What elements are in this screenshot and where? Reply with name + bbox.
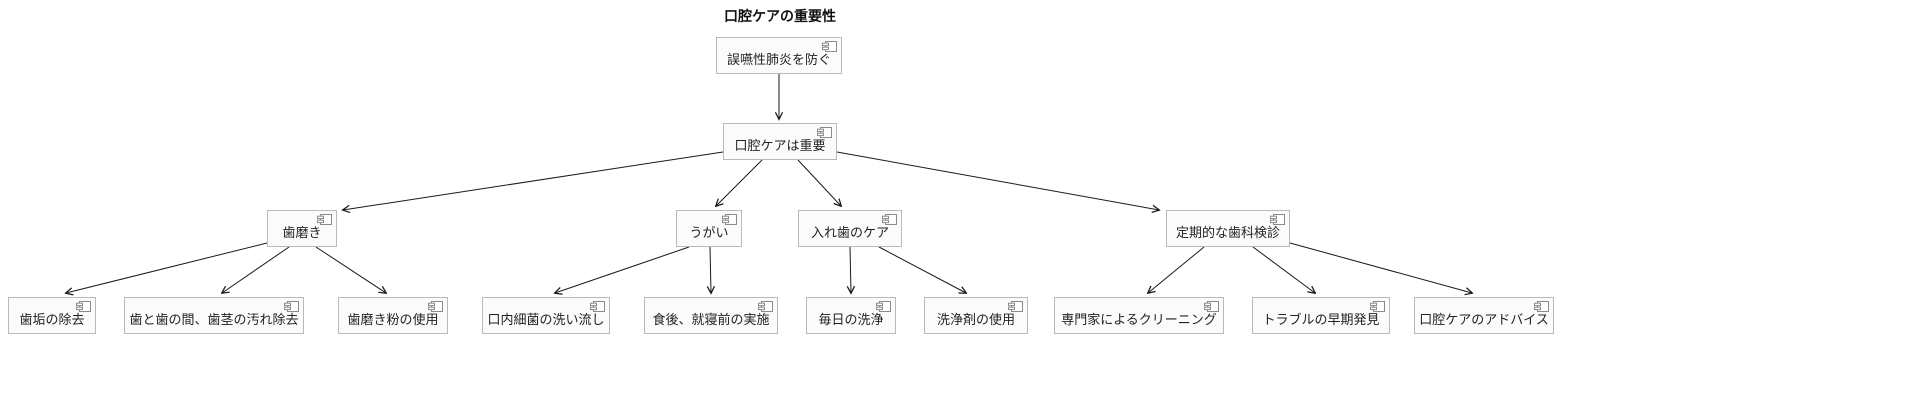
component-icon (1534, 301, 1549, 312)
node-brushing: 歯磨き (267, 210, 337, 247)
component-icon (876, 301, 891, 312)
edge-gargle-timing (710, 246, 711, 293)
component-icon (822, 41, 837, 52)
node-label: 食後、就寝前の実施 (652, 312, 770, 327)
component-icon (76, 301, 91, 312)
node-pro-cleaning: 専門家によるクリーニング (1054, 297, 1224, 334)
component-icon (882, 214, 897, 225)
node-plaque: 歯垢の除去 (8, 297, 96, 334)
node-label: 口内細菌の洗い流し (487, 312, 605, 327)
node-between: 歯と歯の間、歯茎の汚れ除去 (124, 297, 304, 334)
component-icon (758, 301, 773, 312)
component-icon (284, 301, 299, 312)
node-label: 毎日の洗浄 (818, 312, 884, 327)
node-label: 洗浄剤の使用 (936, 312, 1015, 327)
node-cleanser: 洗浄剤の使用 (924, 297, 1028, 334)
edge-main-brushing (343, 151, 724, 210)
edge-main-denture (797, 159, 841, 206)
node-label: 口腔ケアは重要 (734, 138, 826, 153)
node-checkup: 定期的な歯科検診 (1166, 210, 1290, 247)
component-icon (817, 127, 832, 138)
edge-main-gargle (716, 159, 763, 206)
edge-checkup-advice (1289, 242, 1472, 293)
edge-checkup-pro-cleaning (1148, 246, 1205, 293)
node-label: 誤嚥性肺炎を防ぐ (727, 52, 832, 67)
node-gargle: うがい (676, 210, 742, 247)
node-label: 歯垢の除去 (19, 312, 85, 327)
edge-main-checkup (836, 151, 1159, 210)
node-advice: 口腔ケアのアドバイス (1414, 297, 1554, 334)
component-icon (428, 301, 443, 312)
edge-gargle-rinse (555, 246, 690, 293)
component-icon (317, 214, 332, 225)
node-label: うがい (689, 225, 729, 240)
node-toothpaste: 歯磨き粉の使用 (338, 297, 448, 334)
node-label: 歯磨き粉の使用 (347, 312, 439, 327)
edge-denture-daily-wash (850, 246, 851, 293)
component-icon (722, 214, 737, 225)
node-label: 専門家によるクリーニング (1061, 312, 1217, 327)
node-label: 歯と歯の間、歯茎の汚れ除去 (129, 312, 299, 327)
edge-brushing-plaque (66, 242, 268, 293)
node-label: 入れ歯のケア (810, 225, 889, 240)
node-label: 口腔ケアのアドバイス (1419, 312, 1549, 327)
node-label: 歯磨き (282, 225, 322, 240)
edge-brushing-toothpaste (315, 246, 386, 293)
node-rinse: 口内細菌の洗い流し (482, 297, 610, 334)
edge-checkup-early-detect (1252, 246, 1315, 293)
component-icon (1008, 301, 1023, 312)
diagram-title: 口腔ケアの重要性 (724, 8, 836, 24)
component-icon (1204, 301, 1219, 312)
node-early-detect: トラブルの早期発見 (1252, 297, 1390, 334)
component-icon (590, 301, 605, 312)
node-daily-wash: 毎日の洗浄 (806, 297, 896, 334)
node-main: 口腔ケアは重要 (723, 123, 837, 160)
node-label: トラブルの早期発見 (1262, 312, 1380, 327)
node-timing: 食後、就寝前の実施 (644, 297, 778, 334)
node-denture: 入れ歯のケア (798, 210, 902, 247)
edge-denture-cleanser (878, 246, 966, 293)
component-icon (1270, 214, 1285, 225)
edge-brushing-between (222, 246, 290, 293)
component-icon (1370, 301, 1385, 312)
node-label: 定期的な歯科検診 (1176, 225, 1281, 240)
node-root: 誤嚥性肺炎を防ぐ (716, 37, 842, 74)
